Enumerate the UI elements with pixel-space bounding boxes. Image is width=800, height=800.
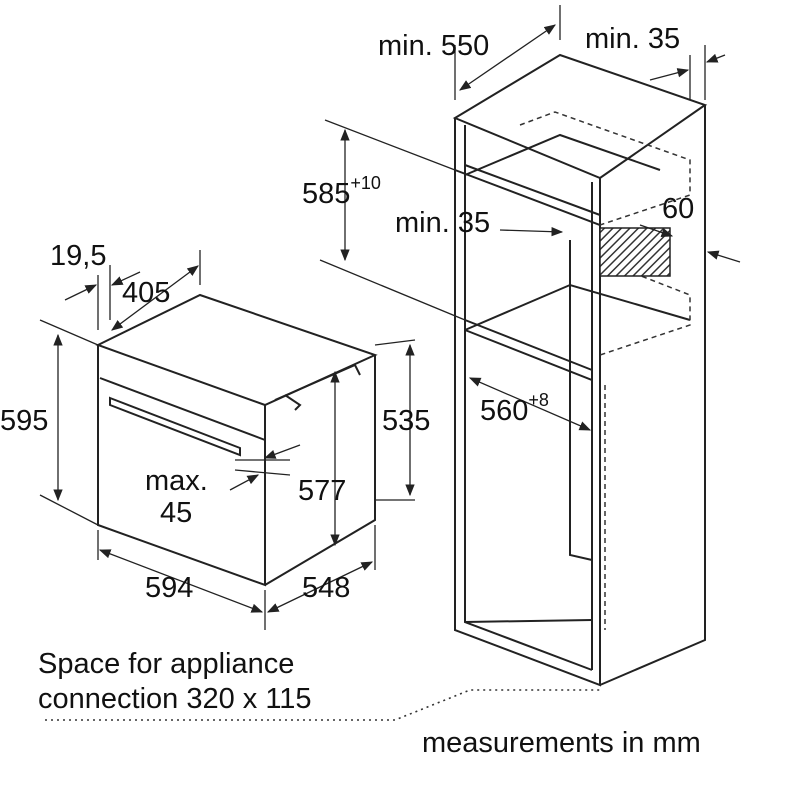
label-oven-top-depth: 405 <box>122 277 170 309</box>
label-niche-height: 585+10 <box>302 173 381 210</box>
label-handle-max: max. <box>145 465 208 497</box>
oven <box>95 293 378 587</box>
vent-opening <box>599 227 671 277</box>
tall-cabinet <box>452 53 708 687</box>
label-units-note: measurements in mm <box>422 727 701 759</box>
label-niche-width: 560+8 <box>480 390 549 427</box>
label-cabinet-depth: min. 550 <box>378 30 489 62</box>
label-oven-offset: 19,5 <box>50 240 106 272</box>
label-cabinet-side-gap: min. 35 <box>585 23 680 55</box>
label-connection-line1: Space for appliance <box>38 648 294 680</box>
label-handle-value: 45 <box>160 497 192 529</box>
dimension-lines <box>39 5 741 721</box>
label-vent-height: 60 <box>662 193 694 225</box>
label-oven-depth: 548 <box>302 572 350 604</box>
label-connection-line2: connection 320 x 115 <box>38 683 312 715</box>
label-oven-width: 594 <box>145 572 193 604</box>
oven-handle <box>109 396 241 457</box>
label-oven-inner-height: 577 <box>298 475 346 507</box>
label-oven-body-height: 535 <box>382 405 430 437</box>
label-oven-height: 595 <box>0 405 48 437</box>
label-rear-gap: min. 35 <box>395 207 490 239</box>
